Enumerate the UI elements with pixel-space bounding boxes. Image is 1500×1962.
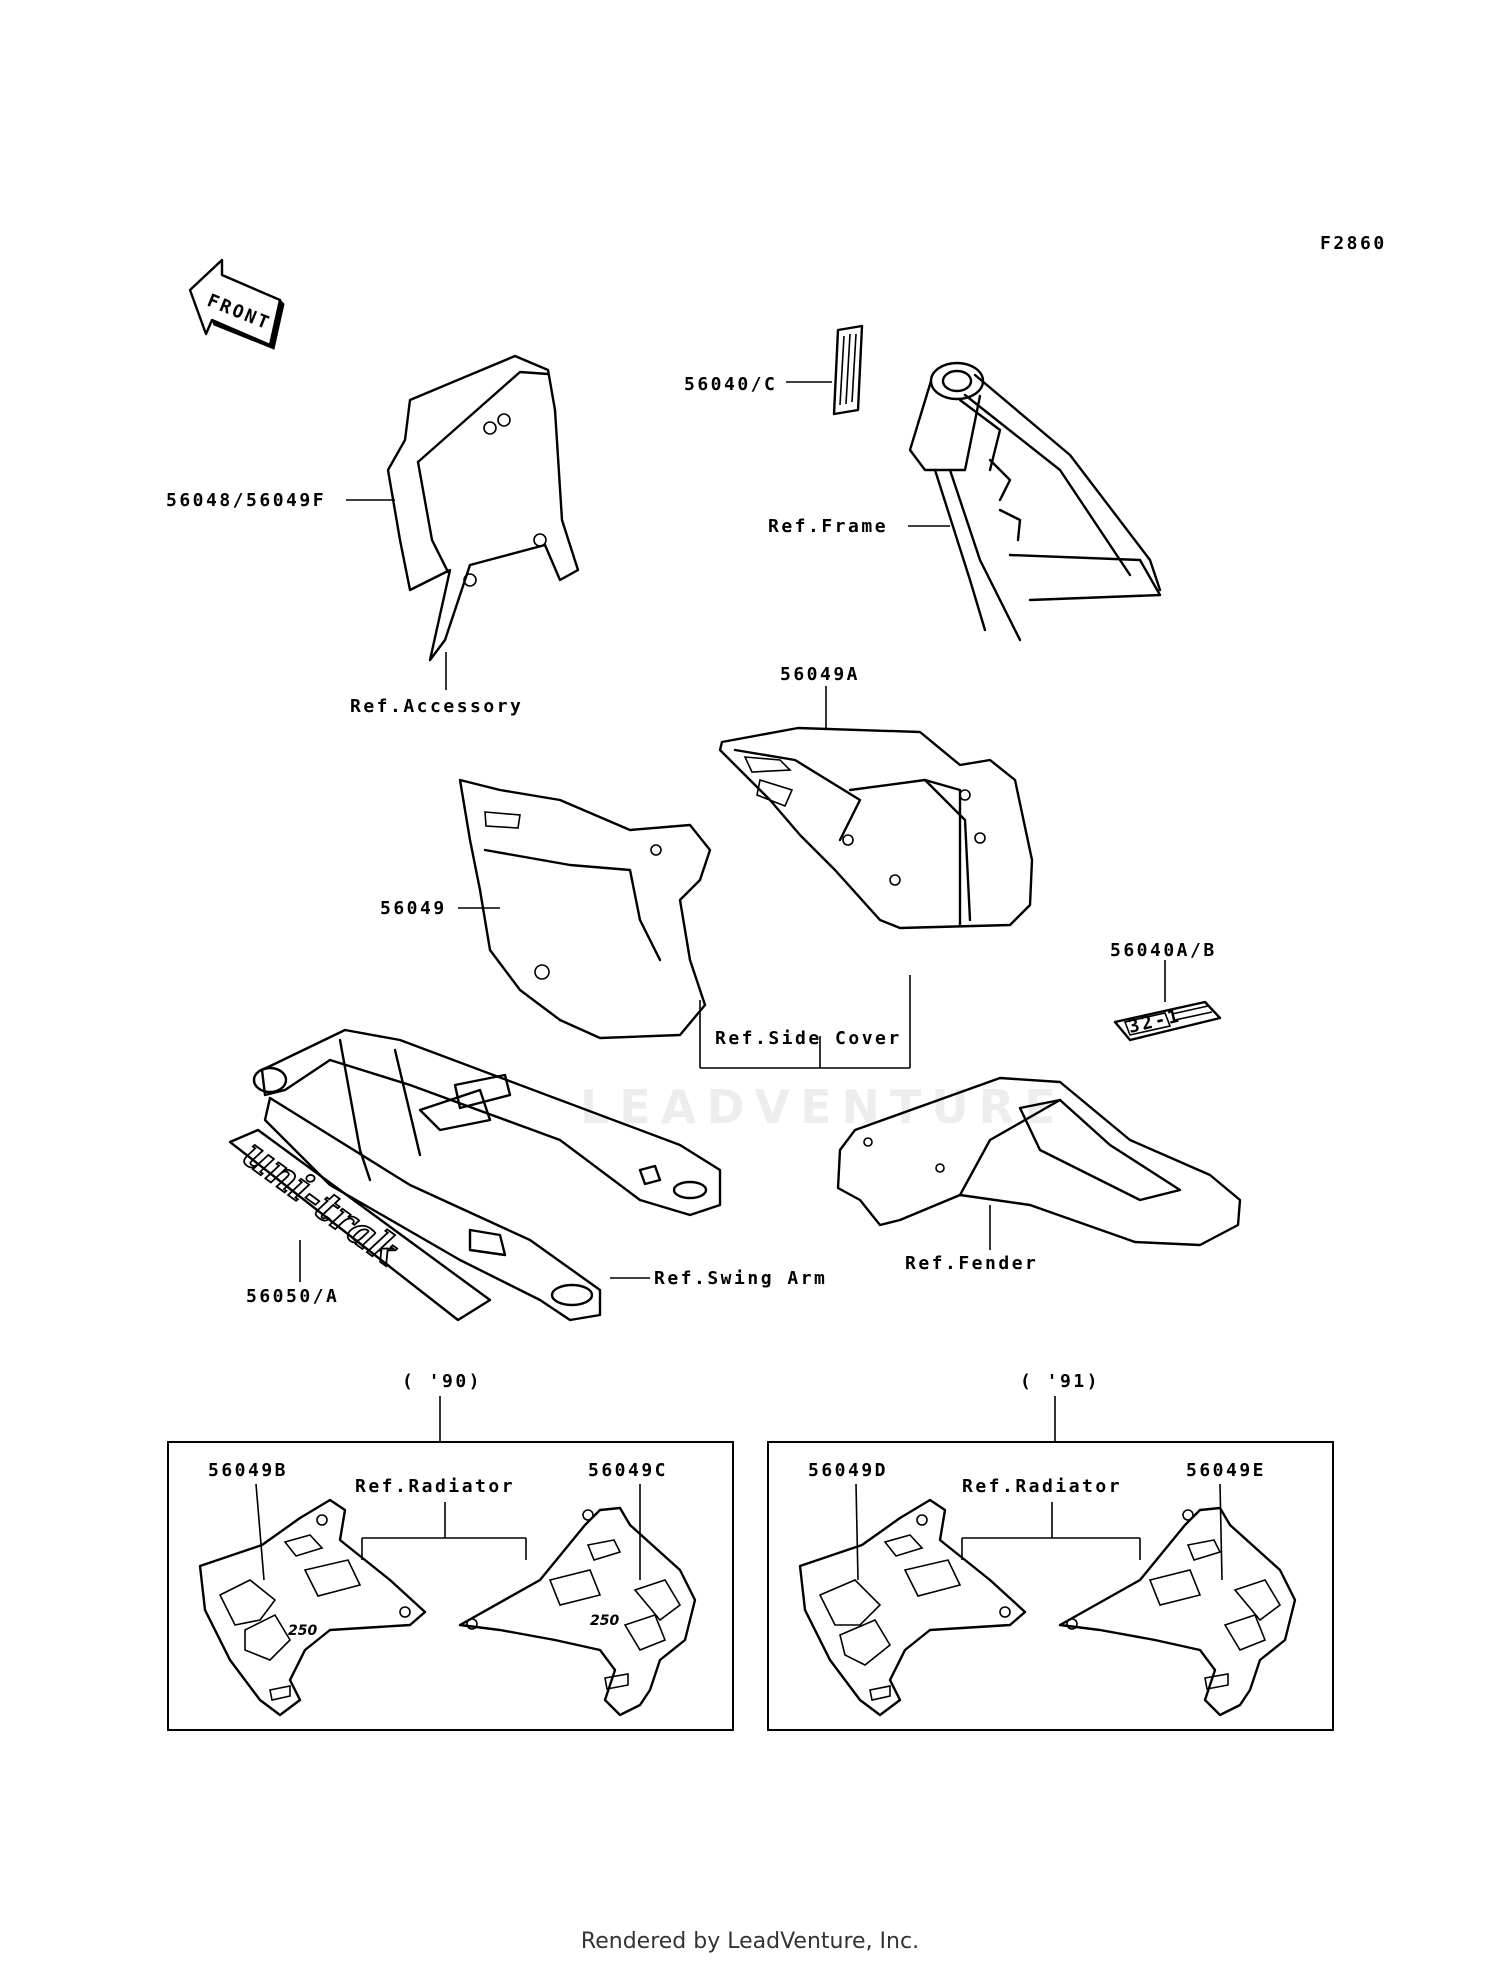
label-ref-radiator-91: Ref.Radiator (962, 1476, 1122, 1497)
year-label-90: ( '90) (402, 1371, 482, 1392)
label-ref-side-cover: Ref.Side Cover (715, 1028, 902, 1049)
svg-text:250: 250 (288, 1623, 317, 1639)
label-56049a: 56049A (780, 664, 860, 685)
label-ref-fender: Ref.Fender (905, 1253, 1038, 1274)
label-56049d: 56049D (808, 1460, 888, 1481)
label-56049: 56049 (380, 898, 447, 919)
decal-56040c (832, 324, 864, 416)
swing-arm-part (252, 1028, 722, 1322)
fender-part (836, 1076, 1242, 1247)
label-56050a: 56050/A (246, 1286, 339, 1307)
label-56048-56049F: 56048/56049F (166, 490, 326, 511)
label-56040ab: 56040A/B (1110, 940, 1217, 961)
year-box-91: ( '91) 56049D 56049E Ref.Radiator (767, 1371, 1334, 1731)
year-box-90: ( '90) 56049B 56049C Ref.Radiator 250 25… (167, 1371, 734, 1731)
side-cover-left-part (458, 778, 712, 1040)
label-56040c: 56040/C (684, 374, 777, 395)
label-ref-frame: Ref.Frame (768, 516, 888, 537)
svg-text:250: 250 (590, 1613, 619, 1629)
leadventure-watermark: LEADVENTURE (580, 1080, 1066, 1134)
figure-code: F2860 (1320, 233, 1387, 254)
side-cover-right-part (718, 726, 1034, 930)
footer-credit: Rendered by LeadVenture, Inc. (580, 1929, 920, 1954)
uni-trak-text: uni-trak (234, 1130, 410, 1276)
label-56049c: 56049C (588, 1460, 668, 1481)
year-label-91: ( '91) (1020, 1371, 1100, 1392)
label-ref-accessory: Ref.Accessory (350, 696, 523, 717)
label-56049b: 56049B (208, 1460, 288, 1481)
label-ref-radiator-90: Ref.Radiator (355, 1476, 515, 1497)
decal-56040ab: 32-1 (1113, 1000, 1222, 1042)
label-ref-swing-arm: Ref.Swing Arm (654, 1268, 827, 1289)
number-plate-part (386, 354, 580, 662)
ref-side-cover-bracket (699, 975, 911, 1069)
label-56049e: 56049E (1186, 1460, 1266, 1481)
front-arrow-icon: FRONT (188, 258, 285, 350)
frame-part (908, 361, 1162, 642)
